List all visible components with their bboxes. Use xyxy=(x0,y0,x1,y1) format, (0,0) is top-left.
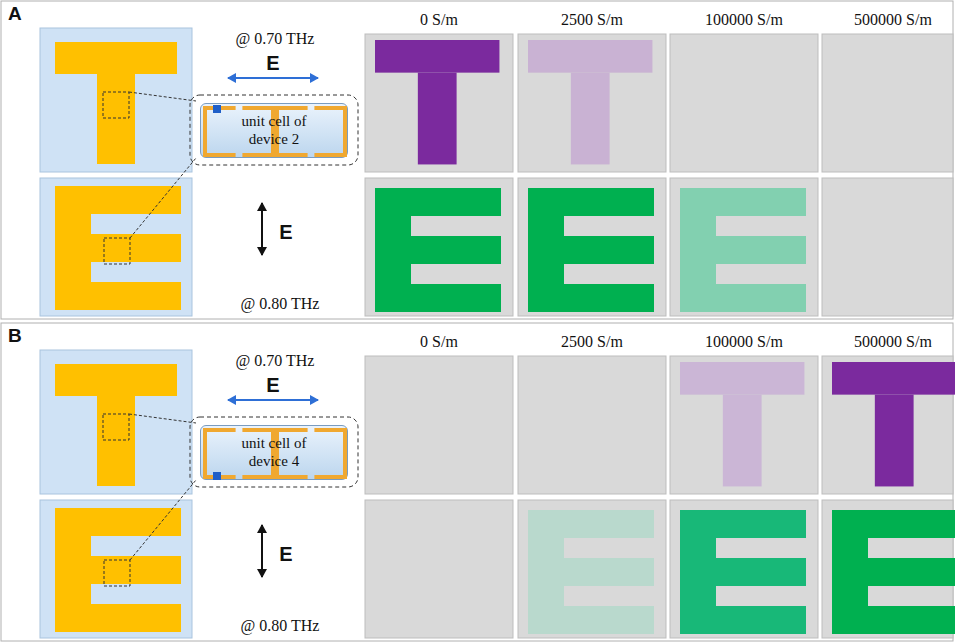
result-cell xyxy=(365,356,513,494)
result-cell xyxy=(518,356,666,494)
inset-text: unit cell of device 4 xyxy=(222,433,326,472)
result-cell xyxy=(670,34,818,172)
switch-element xyxy=(213,472,221,480)
letter-t xyxy=(680,362,804,395)
letter-t xyxy=(528,40,652,73)
letter-e xyxy=(528,606,654,634)
result-cell xyxy=(670,178,818,316)
conductivity-header: 2500 S/m xyxy=(561,333,623,351)
letter-e xyxy=(55,186,181,214)
letter-e xyxy=(55,282,181,310)
letter-e xyxy=(375,236,501,264)
conductivity-header: 2500 S/m xyxy=(561,11,623,29)
field-label: E xyxy=(279,221,292,243)
letter-t xyxy=(875,395,914,487)
letter-e xyxy=(528,284,654,312)
letter-e xyxy=(680,188,806,216)
letter-t xyxy=(832,362,955,395)
unit-cell-inset: unit cell of device 2 xyxy=(200,103,348,158)
letter-t xyxy=(375,40,499,73)
letter-e xyxy=(528,236,654,264)
letter-e xyxy=(528,188,654,216)
result-cell xyxy=(518,34,666,172)
pattern-square xyxy=(40,500,192,638)
letter-e xyxy=(680,284,806,312)
result-cell xyxy=(518,178,666,316)
field-label: E xyxy=(279,543,292,565)
pattern-square xyxy=(40,350,192,494)
conductivity-header: 500000 S/m xyxy=(854,11,932,29)
result-cell xyxy=(670,500,818,638)
result-cell xyxy=(822,178,953,316)
e-field-arrow xyxy=(228,77,318,79)
panel-letter: A xyxy=(8,4,22,25)
result-cell xyxy=(822,34,953,172)
inset-frame xyxy=(190,417,358,487)
letter-e xyxy=(55,604,181,632)
panel-border xyxy=(1,323,953,641)
pattern-square xyxy=(40,178,192,316)
e-field-arrow xyxy=(261,203,263,255)
letter-e xyxy=(832,606,955,634)
field-label: @ 0.70 THz xyxy=(236,30,315,48)
panel-border xyxy=(1,1,953,319)
letter-e xyxy=(832,510,955,538)
conductivity-header: 100000 S/m xyxy=(705,333,783,351)
field-label: @ 0.80 THz xyxy=(241,295,320,313)
e-field-arrow xyxy=(261,525,263,577)
inset-text: unit cell of device 2 xyxy=(222,111,326,150)
unit-cell-inset: unit cell of device 4 xyxy=(200,425,348,480)
leader-line xyxy=(130,480,196,560)
conductivity-header: 0 S/m xyxy=(420,333,458,351)
letter-e xyxy=(680,510,806,538)
letter-t xyxy=(55,42,177,74)
zoom-square xyxy=(104,560,130,586)
letter-t xyxy=(55,364,177,396)
letter-t xyxy=(418,73,457,165)
letter-e xyxy=(55,234,181,262)
letter-e xyxy=(55,508,181,536)
result-cell xyxy=(518,500,666,638)
zoom-square xyxy=(103,92,129,118)
result-cell xyxy=(670,356,818,494)
panel-letter: B xyxy=(8,326,22,347)
split-ring xyxy=(205,108,236,155)
split-ring xyxy=(314,430,345,477)
conductivity-header: 0 S/m xyxy=(420,11,458,29)
letter-e xyxy=(832,558,955,586)
letter-e xyxy=(680,236,806,264)
letter-e xyxy=(680,558,806,586)
split-ring xyxy=(205,430,236,477)
letter-e xyxy=(375,188,501,216)
result-cell xyxy=(365,178,513,316)
letter-t xyxy=(723,395,762,487)
letter-e xyxy=(55,556,181,584)
leader-line xyxy=(129,414,196,423)
field-label: E xyxy=(266,52,279,74)
result-cell xyxy=(365,500,513,638)
letter-e xyxy=(528,510,654,538)
field-label: @ 0.70 THz xyxy=(236,352,315,370)
field-label: @ 0.80 THz xyxy=(241,617,320,635)
pattern-square xyxy=(40,28,192,172)
letter-e xyxy=(375,284,501,312)
letter-e xyxy=(680,606,806,634)
conductivity-header: 100000 S/m xyxy=(705,11,783,29)
zoom-square xyxy=(104,238,130,264)
split-ring xyxy=(314,108,345,155)
field-label: E xyxy=(266,374,279,396)
leader-line xyxy=(129,92,196,101)
e-field-arrow xyxy=(228,399,318,401)
letter-e xyxy=(528,558,654,586)
switch-element xyxy=(213,105,221,113)
zoom-square xyxy=(103,414,129,440)
conductivity-header: 500000 S/m xyxy=(854,333,932,351)
letter-t xyxy=(571,73,610,165)
letter-t xyxy=(97,396,135,486)
letter-t xyxy=(97,74,135,164)
leader-line xyxy=(130,158,196,238)
result-cell xyxy=(365,34,513,172)
inset-frame xyxy=(190,95,358,165)
